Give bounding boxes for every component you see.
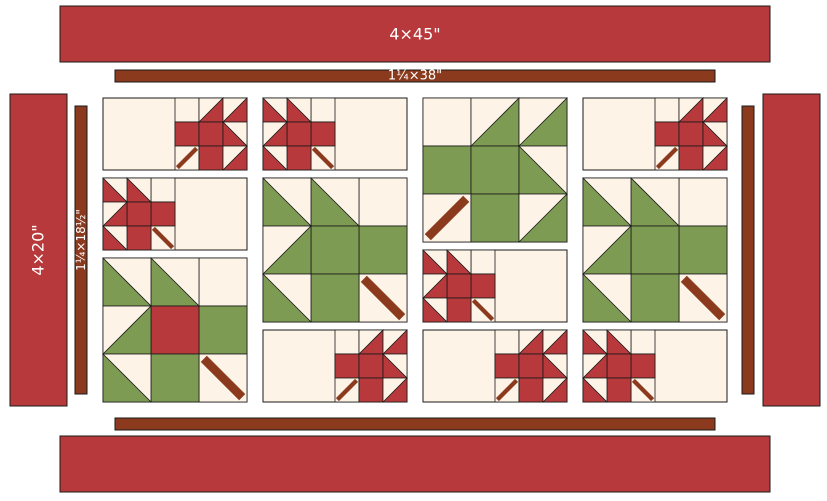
leaf-square: [311, 122, 335, 146]
maple-leaf: [423, 98, 567, 242]
maple-leaf: [583, 330, 655, 402]
maple-leaf: [263, 178, 407, 322]
leaf-square: [199, 306, 247, 354]
leaf-square: [311, 226, 359, 274]
quilt-block: [583, 178, 727, 322]
leaf-square: [607, 378, 631, 402]
right-border-strip: [763, 94, 820, 406]
leaf-square: [127, 202, 151, 226]
leaf-square: [423, 146, 471, 194]
quilt-block: [423, 330, 567, 402]
top-border-label: 4×45": [389, 25, 440, 44]
leaf-square: [359, 226, 407, 274]
maple-leaf: [423, 250, 495, 322]
top-sashing-label: 1¼×38": [388, 69, 442, 84]
leaf-square: [495, 354, 519, 378]
quilt-block: [103, 178, 247, 250]
leaf-square: [471, 194, 519, 242]
leaf-cell: [655, 98, 679, 122]
maple-leaf: [263, 98, 335, 170]
leaf-square: [679, 146, 703, 170]
leaf-square: [447, 274, 471, 298]
leaf-cell: [199, 258, 247, 306]
leaf-square: [631, 354, 655, 378]
quilt-block: [583, 98, 727, 170]
leaf-cell: [631, 330, 655, 354]
quilt-block: [583, 330, 727, 402]
leaf-square: [519, 378, 543, 402]
leaf-square: [311, 274, 359, 322]
leaf-square: [359, 378, 383, 402]
maple-leaf: [495, 330, 567, 402]
leaf-square: [679, 122, 703, 146]
maple-leaf: [175, 98, 247, 170]
leaf-square: [631, 274, 679, 322]
left-border-label: 4×20": [29, 224, 48, 275]
quilt-block: [263, 330, 407, 402]
leaf-square: [199, 146, 223, 170]
leaf-cell: [495, 330, 519, 354]
leaf-square: [359, 354, 383, 378]
leaf-cell: [679, 178, 727, 226]
quilt-block: [423, 250, 567, 322]
leaf-square: [471, 146, 519, 194]
maple-leaf: [335, 330, 407, 402]
leaf-square: [335, 354, 359, 378]
leaf-cell: [175, 98, 199, 122]
leaf-square: [127, 226, 151, 250]
quilt-block: [263, 178, 407, 322]
leaf-square: [151, 306, 199, 354]
quilt-block: [103, 258, 247, 402]
leaf-cell: [311, 98, 335, 122]
maple-leaf: [655, 98, 727, 170]
quilt-block: [263, 98, 407, 170]
leaf-square: [151, 202, 175, 226]
leaf-cell: [423, 98, 471, 146]
bottom-border-strip: [60, 436, 770, 492]
quilt-block: [103, 98, 247, 170]
leaf-square: [287, 122, 311, 146]
leaf-square: [607, 354, 631, 378]
leaf-cell: [335, 330, 359, 354]
leaf-square: [199, 122, 223, 146]
leaf-square: [447, 298, 471, 322]
maple-leaf: [103, 258, 247, 402]
leaf-cell: [359, 178, 407, 226]
leaf-square: [679, 226, 727, 274]
leaf-square: [175, 122, 199, 146]
maple-leaf: [103, 178, 175, 250]
leaf-cell: [471, 250, 495, 274]
leaf-square: [631, 226, 679, 274]
right-sashing-strip: [742, 106, 754, 394]
maple-leaf: [583, 178, 727, 322]
quilt-blocks: [103, 98, 727, 402]
leaf-square: [655, 122, 679, 146]
bottom-sashing-strip: [115, 418, 715, 430]
leaf-square: [519, 354, 543, 378]
leaf-square: [287, 146, 311, 170]
leaf-square: [151, 354, 199, 402]
leaf-square: [471, 274, 495, 298]
quilt-block: [423, 98, 567, 242]
leaf-cell: [151, 178, 175, 202]
left-sashing-label: 1¼×18½": [74, 209, 88, 271]
